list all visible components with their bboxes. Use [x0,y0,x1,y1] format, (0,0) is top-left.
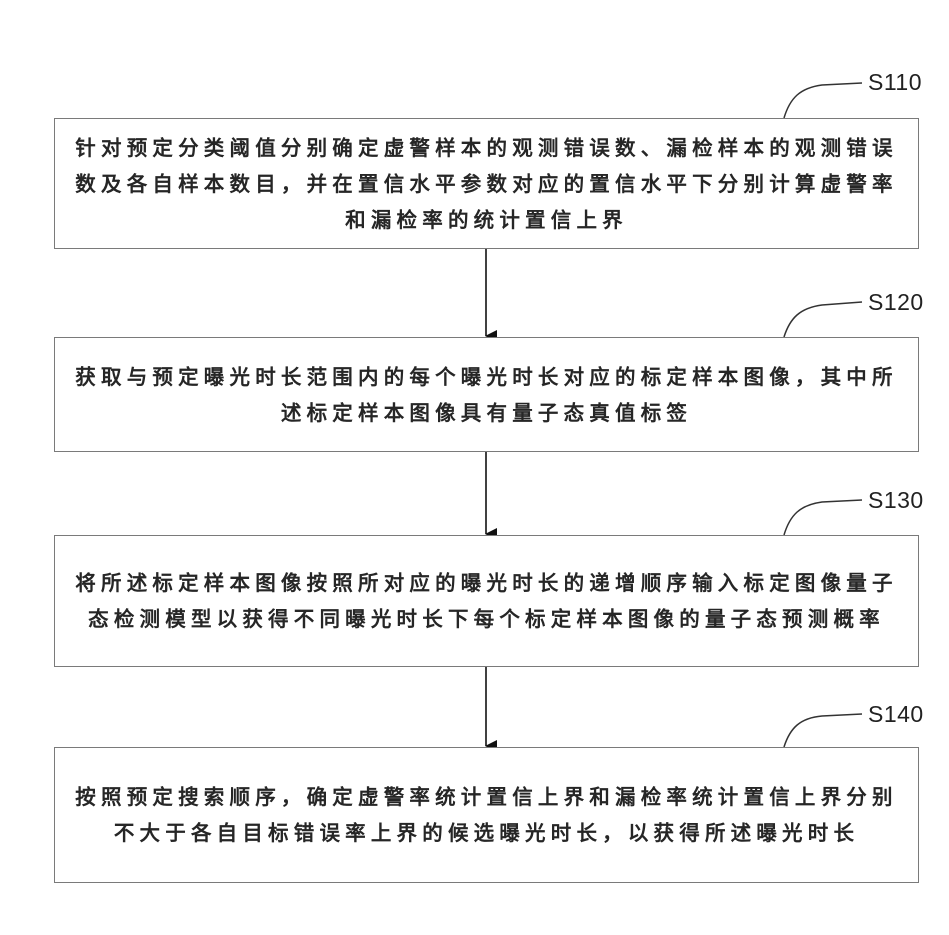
step-label-s120: S120 [868,289,924,316]
leader-s130 [784,500,862,535]
step-text-s140: 按照预定搜索顺序，确定虚警率统计置信上界和漏检率统计置信上界分别不大于各自目标错… [63,779,910,851]
step-box-s110: 针对预定分类阈值分别确定虚警样本的观测错误数、漏检样本的观测错误数及各自样本数目… [54,118,919,249]
step-text-s110: 针对预定分类阈值分别确定虚警样本的观测错误数、漏检样本的观测错误数及各自样本数目… [63,130,910,238]
step-box-s140: 按照预定搜索顺序，确定虚警率统计置信上界和漏检率统计置信上界分别不大于各自目标错… [54,747,919,883]
step-text-s130: 将所述标定样本图像按照所对应的曝光时长的递增顺序输入标定图像量子态检测模型以获得… [63,565,910,637]
step-label-s110: S110 [868,69,922,96]
leader-s110 [784,83,862,118]
step-label-s130: S130 [868,487,924,514]
leader-s140 [784,714,862,747]
step-box-s130: 将所述标定样本图像按照所对应的曝光时长的递增顺序输入标定图像量子态检测模型以获得… [54,535,919,667]
leader-s120 [784,302,862,337]
step-label-s140: S140 [868,701,924,728]
step-text-s120: 获取与预定曝光时长范围内的每个曝光时长对应的标定样本图像，其中所述标定样本图像具… [63,359,910,431]
step-box-s120: 获取与预定曝光时长范围内的每个曝光时长对应的标定样本图像，其中所述标定样本图像具… [54,337,919,452]
